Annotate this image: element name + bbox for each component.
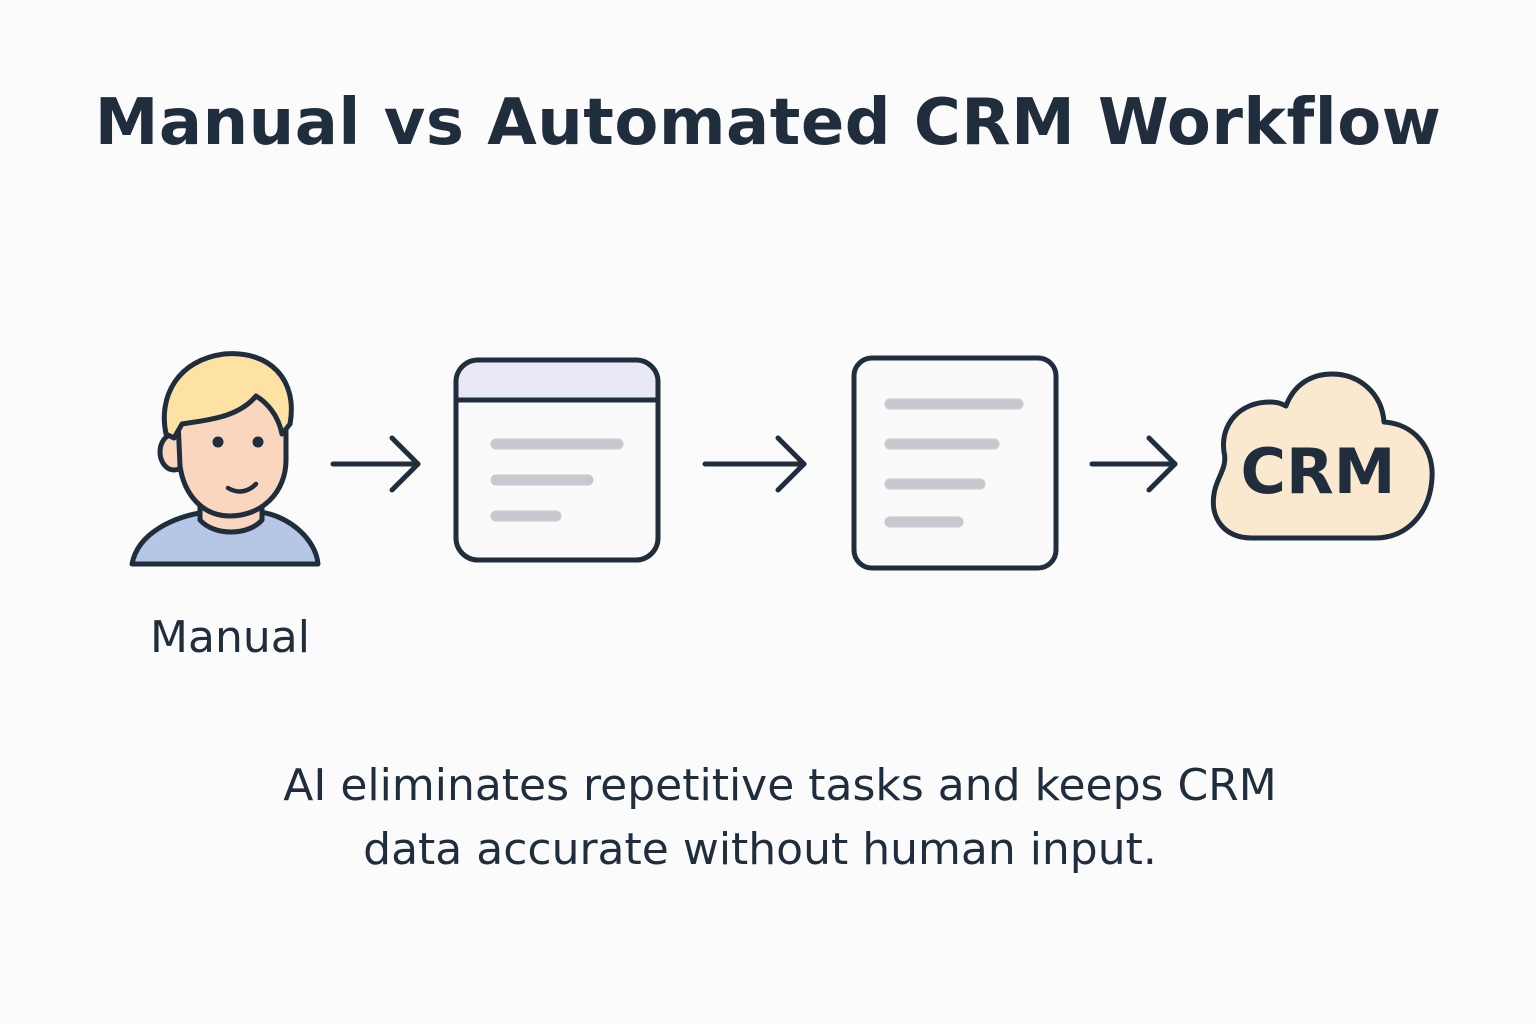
- person-icon: [129, 351, 321, 567]
- cloud-label: CRM: [1241, 435, 1396, 508]
- cloud-icon: CRM: [1210, 371, 1435, 541]
- caption-line-1: AI eliminates repetitive tasks and keeps…: [283, 760, 1277, 811]
- app-window-icon: [453, 357, 661, 563]
- manual-label: Manual: [150, 612, 310, 663]
- arrow-right-icon: [1089, 435, 1178, 493]
- arrow-right-icon: [702, 435, 807, 493]
- diagram-title: Manual vs Automated CRM Workflow: [94, 86, 1442, 160]
- document-icon: [851, 355, 1059, 571]
- arrow-right-icon: [330, 435, 421, 493]
- caption-line-2: data accurate without human input.: [363, 824, 1157, 875]
